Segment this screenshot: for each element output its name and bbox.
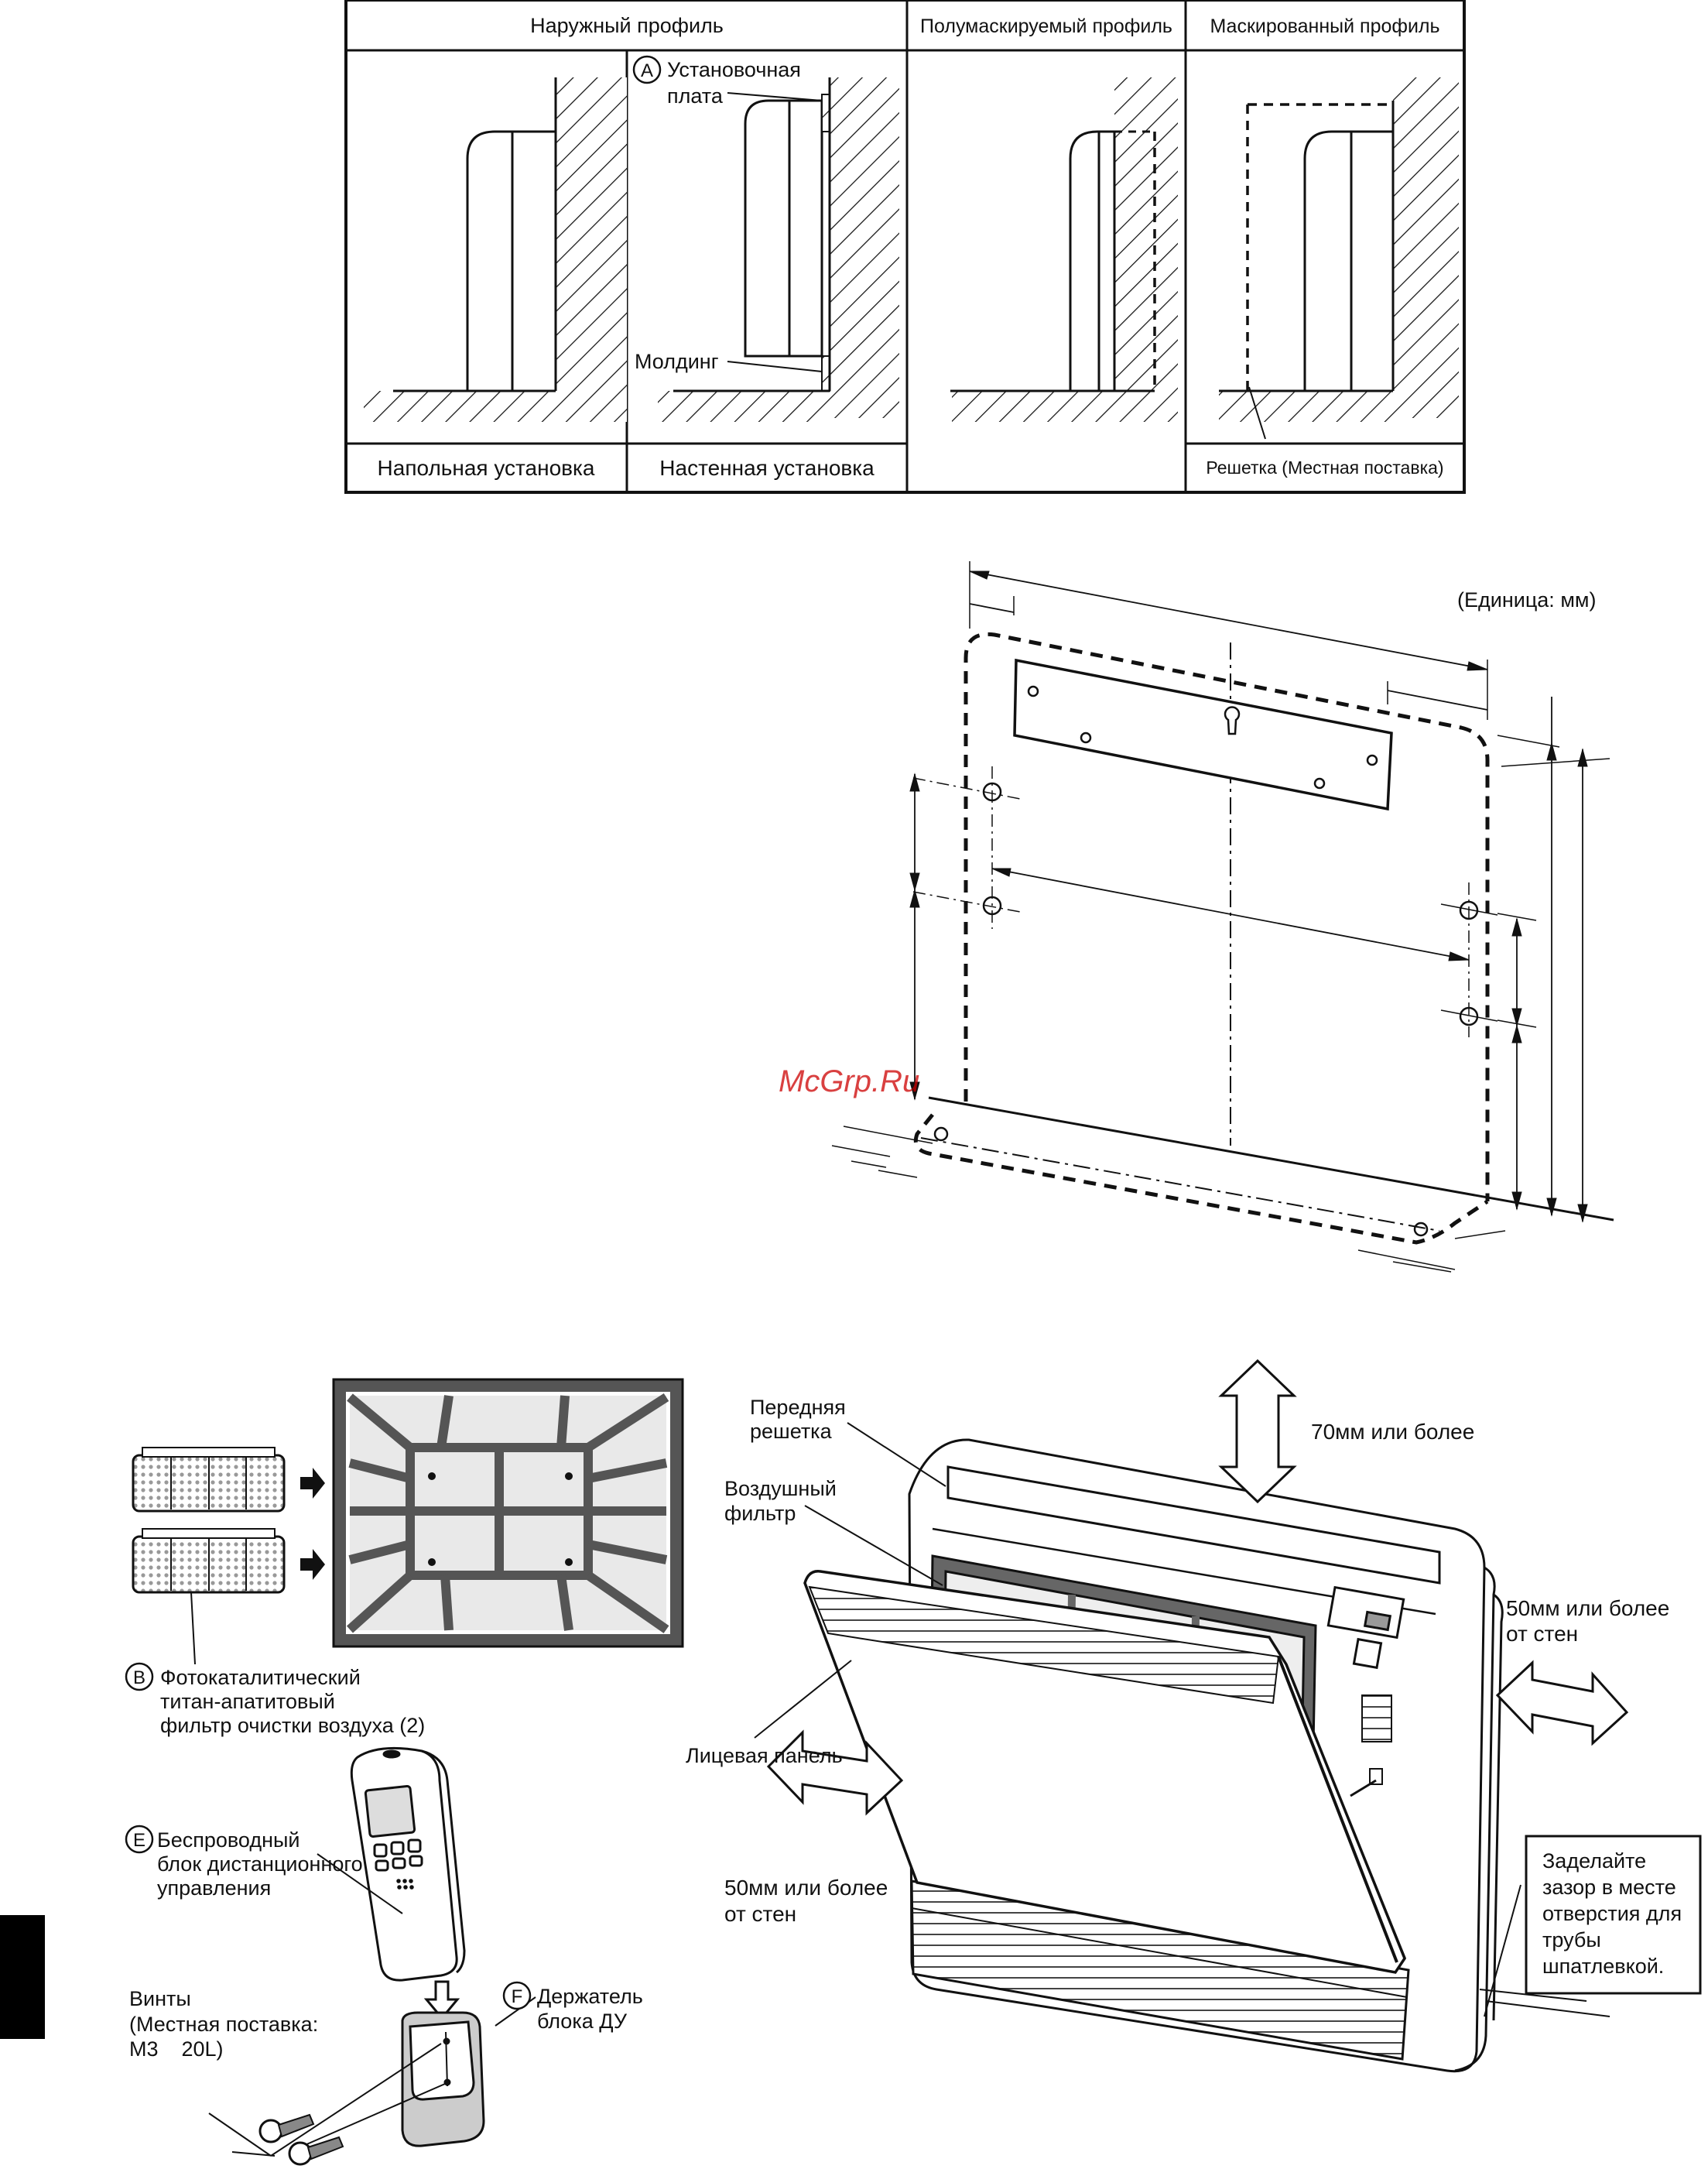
part-b-letter: B [133,1667,145,1688]
holder-label-1: Держатель [537,1985,643,2008]
footer-wall-install: Настенная установка [659,456,875,480]
face-panel-label: Лицевая панель [686,1744,843,1767]
holder-label-2: блока ДУ [537,2010,628,2033]
remote-label-1: Беспроводный [157,1828,300,1852]
right-clearance-label-1: 50мм или более [1506,1596,1669,1620]
installation-template-drawing [831,561,1614,1273]
unit-label: (Единица: мм) [1457,588,1596,612]
photocatalytic-filter-2 [132,1528,286,1594]
page-edge-tab [0,1915,45,2039]
header-semi-concealed-profile: Полумаскируемый профиль [920,15,1172,37]
remote-holder-drawing [401,2011,485,2147]
footer-grille-local-supply: Решетка (Местная поставка) [1206,457,1443,478]
screws-label-2: (Местная поставка: [129,2013,318,2036]
air-filter-label-2: фильтр [724,1502,796,1525]
front-grille-label-2: решетка [750,1420,833,1443]
part-f-marker [502,1981,532,2010]
right-clearance-label-2: от стен [1506,1622,1578,1646]
wall-install-drawing [658,77,899,422]
filter-frame-drawing [332,1378,684,1648]
screws-label-3: M3 20L) [129,2037,224,2061]
arrow-right-icon [300,1468,325,1499]
callout-mounting-plate-2: плата [667,84,724,108]
part-f-letter: F [512,1986,523,2007]
filter-label-2: титан-апатитовый [160,1690,335,1713]
seal-note-line-1: Заделайте [1542,1849,1646,1873]
screws-drawing [208,2043,446,2166]
top-clearance-label: 70мм или более [1311,1420,1474,1444]
left-clearance-arrow-icon [766,1729,904,1816]
semi-concealed-drawing [950,77,1178,422]
seal-note-line-4: трубы [1542,1928,1601,1951]
header-concealed-profile: Маскированный профиль [1210,15,1439,37]
arrow-right-icon [300,1549,325,1580]
seal-note-box [1525,1835,1702,1995]
screws-label-1: Винты [129,1987,191,2010]
right-clearance-arrow-icon [1495,1660,1629,1746]
remote-label-2: блок дистанционного [157,1852,363,1876]
seal-note-line-3: отверстия для [1542,1902,1682,1925]
watermark: McGrp.Ru [779,1064,919,1098]
left-clearance-label-2: от стен [724,1902,796,1926]
floor-install-drawing [364,77,627,422]
filter-label-1: Фотокаталитический [160,1666,361,1689]
callout-molding: Молдинг [635,350,719,373]
arrow-down-icon [423,1980,460,2020]
photocatalytic-filter-1 [132,1447,286,1513]
front-grille-label-1: Передняя [750,1396,846,1419]
left-clearance-label-1: 50мм или более [724,1876,888,1900]
remote-label-3: управления [157,1876,271,1900]
seal-note-line-5: шпатлевкой. [1542,1955,1664,1978]
part-e-letter: E [133,1830,145,1851]
footer-floor-install: Напольная установка [378,456,595,480]
part-a-letter: A [641,60,653,81]
part-a-marker [632,55,662,84]
callout-mounting-plate-1: Установочная [667,58,801,81]
filter-label-3: фильтр очистки воздуха (2) [160,1714,425,1737]
header-exposed-profile: Наружный профиль [530,14,724,37]
wireless-remote-drawing [350,1746,466,1982]
top-clearance-arrow-icon [1218,1359,1297,1504]
part-e-marker [125,1825,154,1854]
seal-note-line-2: зазор в месте [1542,1876,1676,1899]
indoor-unit-drawing [803,1438,1610,2073]
concealed-drawing [1219,77,1459,440]
part-b-marker [125,1662,154,1691]
air-filter-label-1: Воздушный [724,1477,837,1500]
